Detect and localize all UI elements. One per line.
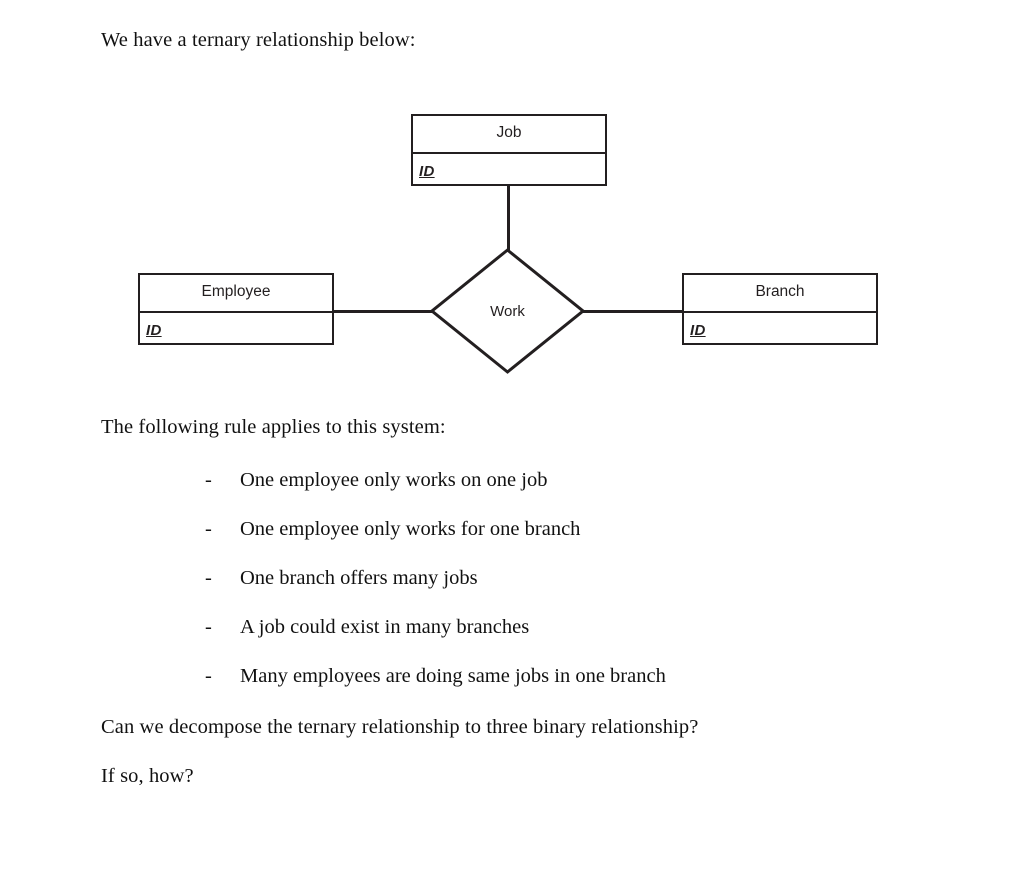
er-diagram: Job ID Employee ID Branch ID Work [0,0,1024,400]
rule-text: A job could exist in many branches [240,616,530,638]
connector-employee-to-work [332,310,432,313]
list-item: - One employee only works on one job [205,467,905,516]
list-item: - One branch offers many jobs [205,565,905,614]
rule-text: One branch offers many jobs [240,567,478,589]
connector-job-to-work [507,185,510,250]
bullet-marker: - [205,567,212,589]
bullet-marker: - [205,665,212,687]
rule-text: Many employees are doing same jobs in on… [240,665,666,687]
entity-employee-attributes: ID [140,311,332,347]
relationship-work: Work [430,248,585,374]
bullet-marker: - [205,616,212,638]
entity-employee: Employee ID [138,273,334,345]
entity-branch-title: Branch [755,283,805,300]
rules-list: - One employee only works on one job - O… [205,467,905,712]
list-item: - Many employees are doing same jobs in … [205,663,905,712]
entity-job-key-attribute: ID [419,162,435,180]
bullet-marker: - [205,518,212,540]
intro-paragraph: We have a ternary relationship below: [101,29,416,51]
connector-work-to-branch [583,310,684,313]
entity-employee-key-attribute: ID [146,321,162,339]
rule-heading: The following rule applies to this syste… [101,416,446,438]
rule-text: One employee only works on one job [240,469,548,491]
entity-job-title: Job [496,124,522,141]
question-paragraph: Can we decompose the ternary relationshi… [101,716,699,738]
relationship-work-label: Work [490,302,525,320]
entity-job: Job ID [411,114,607,186]
entity-branch: Branch ID [682,273,878,345]
entity-branch-key-attribute: ID [690,321,706,339]
list-item: - A job could exist in many branches [205,614,905,663]
diamond-shape [430,248,585,374]
bullet-marker: - [205,469,212,491]
entity-branch-attributes: ID [684,311,876,347]
followup-paragraph: If so, how? [101,765,194,787]
entity-employee-title: Employee [201,283,271,300]
entity-job-attributes: ID [413,152,605,188]
list-item: - One employee only works for one branch [205,516,905,565]
rule-text: One employee only works for one branch [240,518,581,540]
